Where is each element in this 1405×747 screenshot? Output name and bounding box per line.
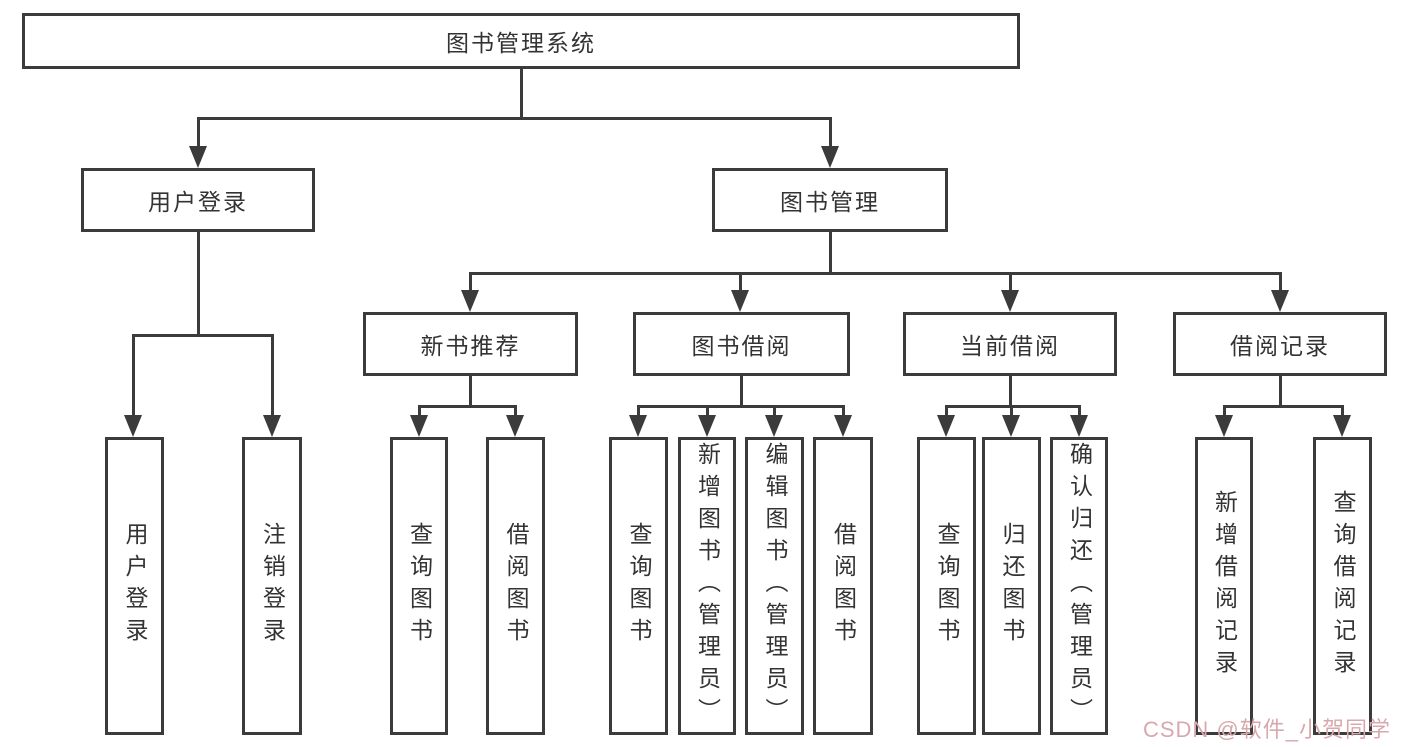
connector-bar: [946, 404, 1079, 408]
connector-stem: [468, 376, 472, 408]
node-root: 图书管理系统: [22, 13, 1020, 69]
node-current-borrowing: 当前借阅: [903, 312, 1117, 376]
node-user-login-branch: 用户登录: [81, 168, 315, 232]
arrowhead-down-icon: [124, 415, 142, 437]
node-label: 借阅图书: [830, 522, 857, 650]
arrowhead-down-icon: [834, 415, 852, 437]
node-leaf-query-book-recommend: 查询图书: [390, 437, 448, 735]
connector-drop: [1077, 405, 1081, 420]
arrowhead-down-icon: [629, 415, 647, 437]
arrowhead-down-icon: [731, 290, 749, 312]
connector-bar: [638, 404, 843, 408]
connector-drop: [636, 405, 640, 420]
arrowhead-down-icon: [698, 415, 716, 437]
arrowhead-down-icon: [1002, 415, 1020, 437]
node-leaf-query-borrow-record: 查询借阅记录: [1313, 437, 1372, 735]
connector-drop: [1008, 272, 1012, 295]
arrowhead-down-icon: [263, 415, 281, 437]
node-leaf-query-book-borrowing: 查询图书: [609, 437, 668, 735]
arrowhead-down-icon: [189, 146, 207, 168]
connector-stem: [1008, 376, 1012, 408]
node-label: 当前借阅: [960, 333, 1060, 359]
node-label: 用户登录: [122, 522, 148, 650]
node-book-borrowing: 图书借阅: [633, 312, 850, 376]
connector-drop: [944, 405, 948, 420]
node-book-management-branch: 图书管理: [712, 168, 948, 232]
connector-stem: [828, 232, 832, 275]
node-label: 新增借阅记录: [1211, 490, 1238, 682]
connector-drop: [828, 117, 832, 151]
node-leaf-query-book-current: 查询图书: [917, 437, 976, 735]
node-label: 用户登录: [148, 189, 248, 215]
node-label: 查询借阅记录: [1330, 490, 1356, 682]
node-label: 新增图书（管理员）: [694, 442, 721, 730]
node-label: 借阅图书: [503, 522, 529, 650]
arrowhead-down-icon: [506, 415, 524, 437]
node-label: 图书借阅: [691, 333, 792, 359]
connector-stem: [519, 69, 523, 120]
node-leaf-logout: 注销登录: [242, 437, 302, 735]
node-new-book-recommend: 新书推荐: [363, 312, 578, 376]
arrowhead-down-icon: [1333, 415, 1351, 437]
node-leaf-edit-book-admin: 编辑图书（管理员）: [745, 437, 804, 735]
node-label: 借阅记录: [1230, 333, 1330, 359]
connector-drop: [1340, 405, 1344, 420]
connector-stem: [196, 232, 200, 337]
arrowhead-down-icon: [1070, 415, 1088, 437]
connector-drop: [738, 272, 742, 295]
connector-bar: [198, 116, 830, 120]
node-label: 图书管理: [780, 189, 880, 215]
node-label: 查询图书: [406, 522, 433, 650]
node-label: 查询图书: [626, 522, 652, 650]
arrowhead-down-icon: [821, 146, 839, 168]
node-label: 归还图书: [999, 522, 1025, 650]
node-label: 新书推荐: [420, 333, 521, 359]
connector-drop: [131, 334, 135, 420]
arrowhead-down-icon: [410, 415, 428, 437]
arrowhead-down-icon: [1215, 415, 1233, 437]
arrowhead-down-icon: [765, 415, 783, 437]
arrowhead-down-icon: [461, 290, 479, 312]
arrowhead-down-icon: [1001, 290, 1019, 312]
node-label: 图书管理系统: [446, 30, 596, 56]
connector-stem: [1278, 376, 1282, 408]
connector-drop: [196, 117, 200, 151]
connector-drop: [513, 405, 517, 420]
node-leaf-add-book-admin: 新增图书（管理员）: [678, 437, 736, 735]
arrowhead-down-icon: [937, 415, 955, 437]
connector-bar: [1224, 404, 1342, 408]
node-leaf-borrow-book-borrowing: 借阅图书: [813, 437, 873, 735]
connector-bar: [470, 271, 1280, 275]
connector-drop: [270, 334, 274, 420]
connector-drop: [705, 405, 709, 420]
node-leaf-return-book: 归还图书: [982, 437, 1041, 735]
connector-drop: [468, 272, 472, 295]
connector-drop: [417, 405, 421, 420]
node-borrowing-records: 借阅记录: [1173, 312, 1387, 376]
connector-drop: [1278, 272, 1282, 295]
csdn-watermark: CSDN @软件_小贺同学: [1142, 717, 1391, 742]
connector-stem: [739, 376, 743, 408]
connector-bar: [419, 404, 515, 408]
node-leaf-add-borrow-record: 新增借阅记录: [1195, 437, 1253, 735]
arrowhead-down-icon: [1271, 290, 1289, 312]
node-leaf-user-login: 用户登录: [105, 437, 164, 735]
connector-drop: [1222, 405, 1226, 420]
node-label: 编辑图书（管理员）: [762, 442, 788, 730]
node-label: 注销登录: [259, 522, 286, 650]
connector-drop: [841, 405, 845, 420]
connector-drop: [772, 405, 776, 420]
node-label: 确认归还（管理员）: [1066, 442, 1093, 730]
node-leaf-borrow-book-recommend: 借阅图书: [486, 437, 545, 735]
connector-drop: [1009, 405, 1013, 420]
connector-bar: [133, 333, 272, 337]
node-label: 查询图书: [934, 522, 960, 650]
node-leaf-confirm-return-admin: 确认归还（管理员）: [1050, 437, 1108, 735]
